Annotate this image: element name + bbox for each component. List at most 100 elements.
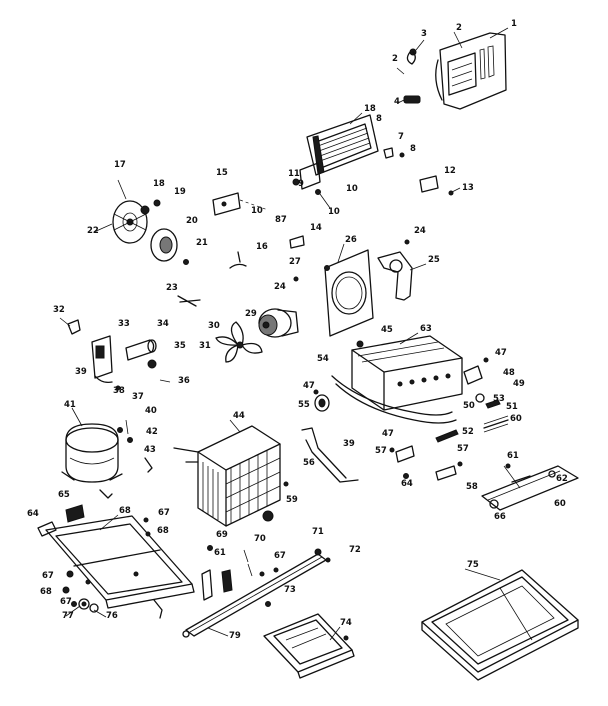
part-number-label: 24 bbox=[274, 282, 286, 292]
part-number-label: 23 bbox=[166, 283, 178, 293]
part-number-label: 57 bbox=[375, 446, 387, 456]
part-number-label: 37 bbox=[132, 392, 144, 402]
part-number-label: 11 bbox=[288, 169, 300, 179]
part-number-label: 53 bbox=[493, 394, 505, 404]
part-number-label: 67 bbox=[60, 597, 72, 607]
part-number-label: 79 bbox=[229, 631, 241, 641]
part-number-label: 76 bbox=[106, 611, 118, 621]
part-number-label: 60 bbox=[510, 414, 522, 424]
part-number-label: 18 bbox=[153, 179, 165, 189]
part-number-label: 9 bbox=[298, 179, 304, 189]
part-number-label: 48 bbox=[503, 368, 515, 378]
part-number-label: 65 bbox=[58, 490, 70, 500]
evaporator-fan-motor bbox=[258, 308, 299, 338]
part-number-label: 2 bbox=[456, 23, 462, 33]
part-number-label: 73 bbox=[284, 585, 296, 595]
condenser-coil bbox=[173, 425, 289, 527]
drip-pan bbox=[421, 569, 579, 681]
valve-bracket-plate bbox=[481, 463, 579, 511]
part-number-label: 8 bbox=[376, 114, 382, 124]
motor-bracket bbox=[377, 239, 413, 301]
part-number-label: 2 bbox=[392, 54, 398, 64]
part-number-label: 68 bbox=[119, 506, 131, 516]
center-parts bbox=[201, 545, 279, 601]
part-number-label: 52 bbox=[462, 427, 474, 437]
control-housing bbox=[435, 32, 507, 110]
part-number-label: 77 bbox=[62, 611, 74, 621]
part-number-label: 67 bbox=[158, 508, 170, 518]
part-number-label: 4 bbox=[394, 97, 400, 107]
drain-tray bbox=[263, 613, 355, 679]
part-number-label: 67 bbox=[42, 571, 54, 581]
base-frame bbox=[45, 515, 195, 619]
leader-lines bbox=[59, 27, 509, 641]
fitting-part bbox=[389, 445, 415, 479]
part-number-label: 67 bbox=[274, 551, 286, 561]
thermostat-part bbox=[396, 39, 425, 104]
part-number-label: 72 bbox=[349, 545, 361, 555]
part-number-label: 35 bbox=[174, 341, 186, 351]
part-number-label: 55 bbox=[298, 400, 310, 410]
part-number-label: 33 bbox=[118, 319, 130, 329]
part-number-label: 16 bbox=[256, 242, 268, 252]
part-number-label: 24 bbox=[414, 226, 426, 236]
part-number-label: 18 bbox=[364, 104, 376, 114]
part-number-label: 10 bbox=[251, 206, 263, 216]
part-number-label: 45 bbox=[381, 325, 393, 335]
part-number-label: 71 bbox=[312, 527, 324, 537]
condenser-fan-assembly bbox=[112, 179, 189, 265]
drain-tube bbox=[301, 427, 359, 483]
part-number-label: 42 bbox=[146, 427, 158, 437]
part-number-label: 60 bbox=[554, 499, 566, 509]
part-number-label: 68 bbox=[40, 587, 52, 597]
part-number-label: 36 bbox=[178, 376, 190, 386]
part-number-label: 39 bbox=[343, 439, 355, 449]
part-number-label: 30 bbox=[208, 321, 220, 331]
fan-shroud bbox=[293, 249, 374, 337]
part-number-label: 59 bbox=[286, 495, 298, 505]
evaporator-assembly bbox=[292, 114, 379, 209]
part-number-label: 54 bbox=[317, 354, 329, 364]
spring-clip bbox=[177, 295, 201, 307]
base-parts-left bbox=[37, 504, 85, 537]
part-number-label: 1 bbox=[511, 19, 517, 29]
part-number-label: 74 bbox=[340, 618, 352, 628]
part-number-label: 62 bbox=[556, 474, 568, 484]
part-number-label: 27 bbox=[289, 257, 301, 267]
part-number-label: 7 bbox=[398, 132, 404, 142]
part-number-label: 58 bbox=[466, 482, 478, 492]
part-number-label: 8 bbox=[410, 144, 416, 154]
part-number-label: 63 bbox=[420, 324, 432, 334]
part-number-label: 17 bbox=[114, 160, 126, 170]
part-number-label: 22 bbox=[87, 226, 99, 236]
part-number-label: 68 bbox=[157, 526, 169, 536]
part-number-label: 32 bbox=[53, 305, 65, 315]
part-number-label: 3 bbox=[421, 29, 427, 39]
wire-part bbox=[229, 251, 247, 269]
part-number-label: 50 bbox=[463, 401, 475, 411]
part-number-label: 41 bbox=[64, 400, 76, 410]
mounting-bracket bbox=[212, 192, 269, 216]
part-number-label: 12 bbox=[444, 166, 456, 176]
part-number-label: 64 bbox=[401, 479, 413, 489]
part-number-label: 20 bbox=[186, 216, 198, 226]
part-number-label: 14 bbox=[310, 223, 322, 233]
part-number-label: 56 bbox=[303, 458, 315, 468]
part-number-label: 31 bbox=[199, 341, 211, 351]
part-number-label: 29 bbox=[245, 309, 257, 319]
part-number-label: 40 bbox=[145, 406, 157, 416]
part-number-label: 47 bbox=[495, 348, 507, 358]
part-number-label: 75 bbox=[467, 560, 479, 570]
part-number-label: 34 bbox=[157, 319, 169, 329]
part-number-label: 47 bbox=[382, 429, 394, 439]
valve-parts-right bbox=[435, 357, 509, 443]
part-number-label: 61 bbox=[214, 548, 226, 558]
part-number-label: 39 bbox=[75, 367, 87, 377]
condenser-assembly bbox=[331, 335, 463, 424]
support-rail bbox=[182, 548, 331, 638]
part-number-label: 26 bbox=[345, 235, 357, 245]
part-number-label: 25 bbox=[428, 255, 440, 265]
part-number-label: 57 bbox=[457, 444, 469, 454]
